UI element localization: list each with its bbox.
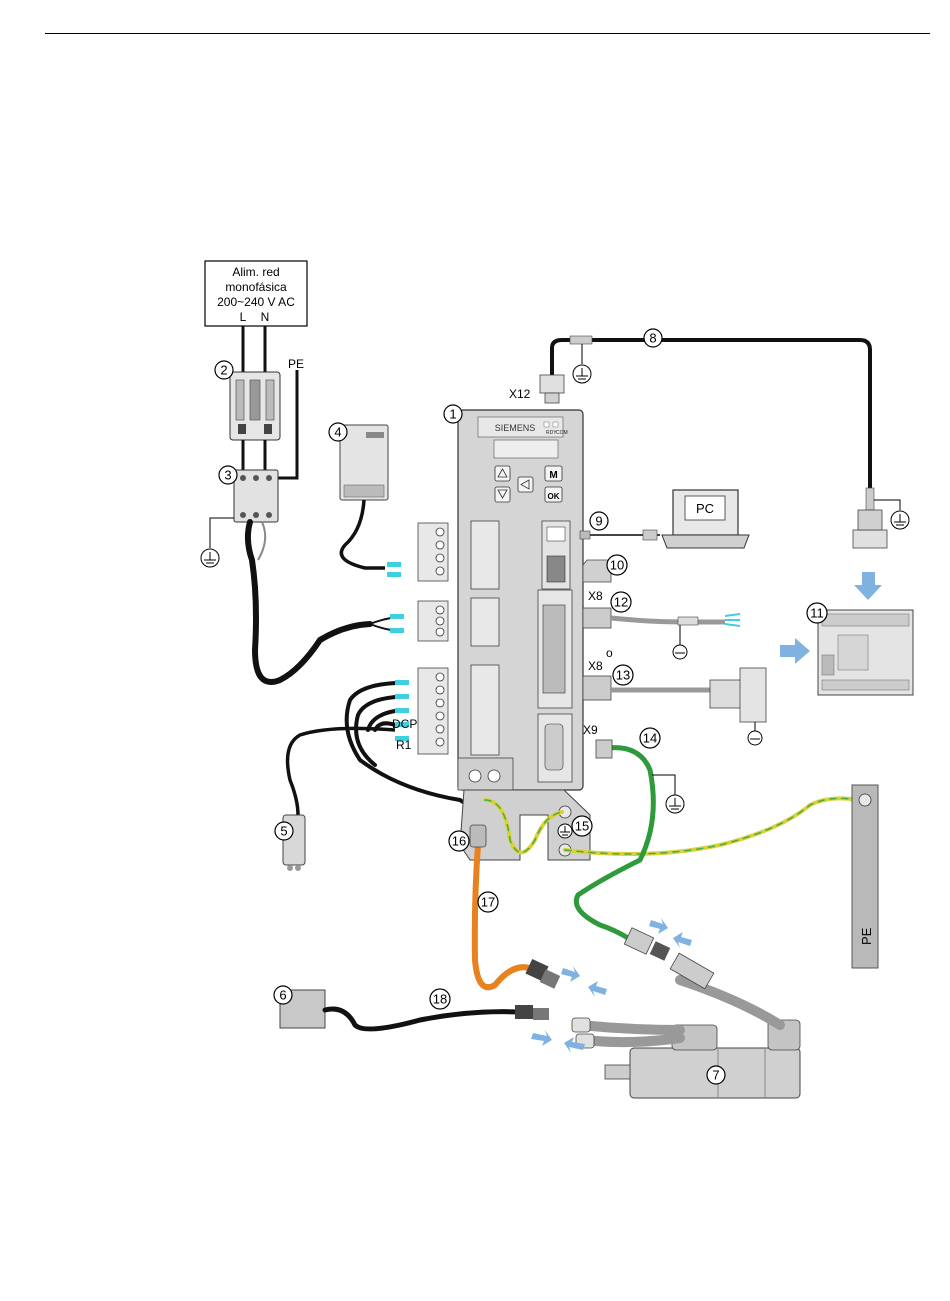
svg-text:4: 4	[334, 425, 341, 440]
callout-4: 4	[329, 423, 347, 441]
drive-brand: SIEMENS	[495, 423, 536, 433]
cable-18	[325, 1009, 520, 1029]
supply-line-1: Alim. red	[232, 265, 279, 279]
circuit-breaker	[230, 372, 280, 440]
dcp-label: DCP	[392, 717, 417, 731]
x9-label: X9	[583, 723, 598, 737]
callout-3: 3	[219, 466, 237, 484]
svg-text:7: 7	[712, 1068, 719, 1083]
x8-cable-13	[583, 668, 766, 745]
orange-cable-connector	[525, 959, 560, 989]
callout-7: 7	[707, 1066, 725, 1084]
db9-connector	[853, 510, 887, 548]
svg-text:9: 9	[595, 514, 602, 529]
callout-1: 1	[444, 405, 462, 423]
key-ok: OK	[548, 492, 560, 501]
key-m: M	[549, 470, 557, 481]
svg-text:11: 11	[810, 606, 824, 621]
svg-text:12: 12	[614, 595, 628, 610]
svg-text:10: 10	[610, 558, 624, 573]
callout-17: 17	[478, 892, 498, 912]
motor-wire-tips	[395, 680, 409, 741]
power-cable	[248, 522, 370, 682]
pc-label: PC	[696, 501, 714, 516]
callout-18: 18	[430, 989, 450, 1009]
svg-text:8: 8	[649, 331, 656, 346]
24v-power-supply	[340, 425, 388, 500]
x12-label: X12	[509, 387, 531, 401]
r1-label: R1	[396, 738, 412, 752]
led-com-label: COM	[556, 430, 568, 436]
x9-ground	[652, 775, 684, 813]
supply-wires	[243, 326, 265, 372]
callout-10: 10	[607, 555, 627, 575]
servo-drive: SIEMENS RDY COM M OK	[458, 410, 590, 860]
bracket-ground-symbol	[558, 824, 572, 838]
terminal-l-label: L	[240, 310, 247, 324]
x8-label-a: X8	[588, 589, 603, 603]
pc-laptop: PC	[662, 490, 749, 548]
svg-text:13: 13	[616, 668, 630, 683]
terminal-n-label: N	[261, 310, 270, 324]
cable-18-connector	[515, 1005, 549, 1020]
comm-cable-8	[552, 340, 870, 490]
callout-9: 9	[590, 512, 608, 530]
callout-12: 12	[611, 592, 631, 612]
x12-connector	[540, 375, 564, 403]
svg-text:2: 2	[220, 363, 227, 378]
encoder-cable-connectors	[624, 928, 670, 961]
callout-6: 6	[274, 986, 292, 1004]
svg-text:3: 3	[224, 468, 231, 483]
callout-16: 16	[449, 831, 469, 851]
svg-text:15: 15	[575, 819, 589, 834]
line-filter	[234, 470, 278, 522]
pe-bar-label: PE	[859, 927, 874, 945]
x8-label-b: X8	[588, 659, 603, 673]
callout-11: 11	[807, 603, 827, 623]
motor-cables	[580, 980, 780, 1042]
callout-8: 8	[644, 329, 662, 347]
callout-2: 2	[215, 361, 233, 379]
callout-14: 14	[640, 728, 660, 748]
comm-cable-ground-1	[573, 344, 591, 383]
mains-supply-box: Alim. red monofásica 200~240 V AC L N	[205, 261, 307, 326]
supply-line-3: 200~240 V AC	[217, 295, 295, 309]
svg-text:17: 17	[481, 895, 495, 910]
supply-line-2: monofásica	[225, 280, 287, 294]
svg-text:18: 18	[433, 992, 447, 1007]
svg-text:16: 16	[452, 834, 466, 849]
pe-busbar: PE	[852, 785, 878, 968]
callout-13: 13	[613, 665, 633, 685]
or-text: o	[606, 646, 613, 660]
pe-top-label: PE	[288, 357, 304, 371]
24v-cable	[341, 500, 385, 568]
callout-15: 15	[572, 816, 592, 836]
plc-controller	[818, 610, 913, 695]
svg-text:14: 14	[643, 731, 657, 746]
filter-ground-symbol	[201, 518, 234, 567]
callout-5: 5	[275, 822, 293, 840]
svg-text:1: 1	[449, 407, 456, 422]
brake-cable-orange	[475, 845, 535, 987]
svg-text:6: 6	[279, 988, 286, 1003]
svg-text:5: 5	[280, 824, 287, 839]
